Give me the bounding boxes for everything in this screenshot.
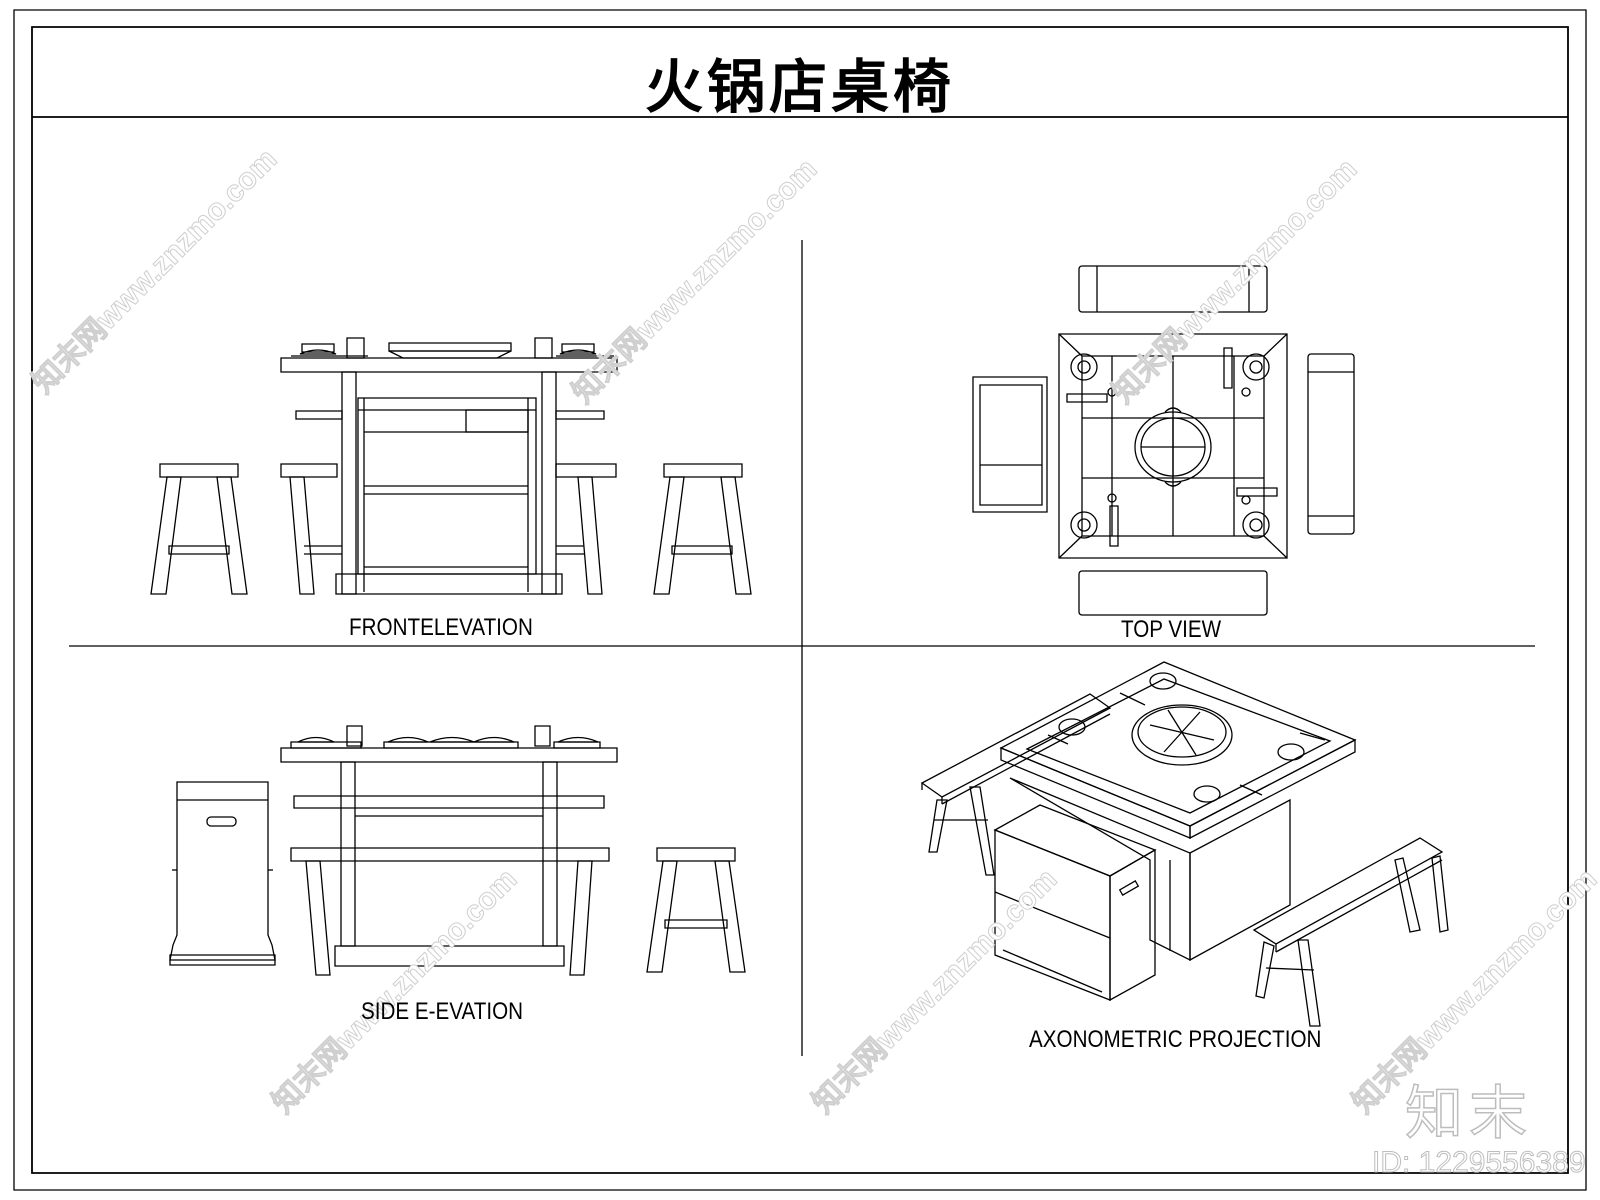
side-elevation-drawing bbox=[170, 726, 745, 975]
top-view-label: TOP VIEW bbox=[1121, 616, 1222, 643]
front-elevation-label: FRONTELEVATION bbox=[349, 614, 533, 641]
top-view-drawing bbox=[973, 266, 1354, 615]
side-elevation-label: SIDE E-EVATION bbox=[361, 998, 524, 1025]
axonometric-drawing bbox=[922, 662, 1448, 1026]
inner-border bbox=[32, 27, 1568, 1173]
watermark-logo: 知末 bbox=[1404, 1078, 1534, 1148]
front-elevation-drawing bbox=[151, 338, 751, 594]
sheet-title: 火锅店桌椅 bbox=[644, 53, 955, 121]
axonometric-label: AXONOMETRIC PROJECTION bbox=[1029, 1026, 1322, 1053]
outer-border bbox=[14, 10, 1586, 1190]
watermark-id: ID: 1229556389 bbox=[1372, 1146, 1587, 1180]
